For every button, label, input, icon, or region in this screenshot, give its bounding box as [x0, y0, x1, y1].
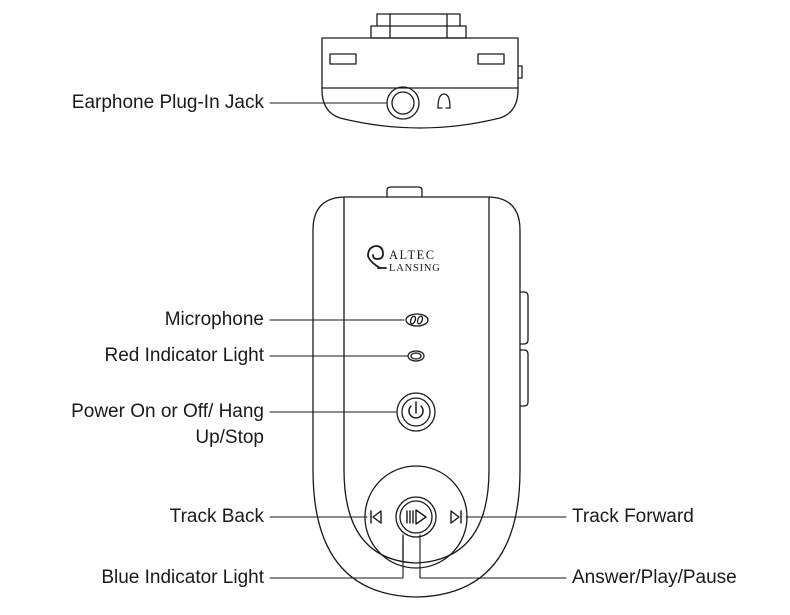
label-track-back: Track Back [169, 506, 264, 527]
play-pause-icon [406, 509, 427, 525]
label-answer: Answer/Play/Pause [572, 567, 737, 588]
label-blue-light: Blue Indicator Light [101, 567, 264, 588]
leader-blue-light [269, 536, 404, 579]
altec-lansing-swirl-icon [367, 245, 387, 269]
microphone [405, 313, 429, 327]
leader-answer [419, 534, 567, 579]
device-body [312, 196, 521, 598]
leader-lines [269, 102, 567, 579]
volume-up-button [519, 291, 529, 345]
brand-name-line1: ALTEC [389, 248, 436, 262]
label-microphone: Microphone [164, 309, 264, 330]
answer-play-pause-button [395, 496, 437, 538]
red-indicator-light [407, 350, 425, 362]
front-panel [343, 196, 490, 564]
headphone-symbol-icon [437, 93, 451, 109]
label-red-light: Red Indicator Light [104, 345, 265, 366]
top-button [386, 186, 423, 198]
track-forward-icon [450, 510, 462, 524]
right-slot [477, 53, 505, 65]
label-track-forward: Track Forward [572, 506, 694, 527]
power-icon [408, 401, 424, 419]
earphone-jack [386, 86, 420, 120]
top-view-body [321, 37, 519, 129]
label-power-line2: Up/Stop [195, 427, 264, 448]
label-earphone-jack: Earphone Plug-In Jack [71, 92, 264, 113]
label-power-line1: Power On or Off/ Hang [71, 401, 264, 422]
device-front-view [312, 186, 529, 598]
brand-name-line2: LANSING [389, 263, 441, 274]
track-back-icon [370, 510, 382, 524]
left-slot [329, 53, 357, 65]
power-button [396, 392, 436, 432]
volume-down-button [519, 349, 529, 407]
device-top-view [321, 13, 523, 129]
